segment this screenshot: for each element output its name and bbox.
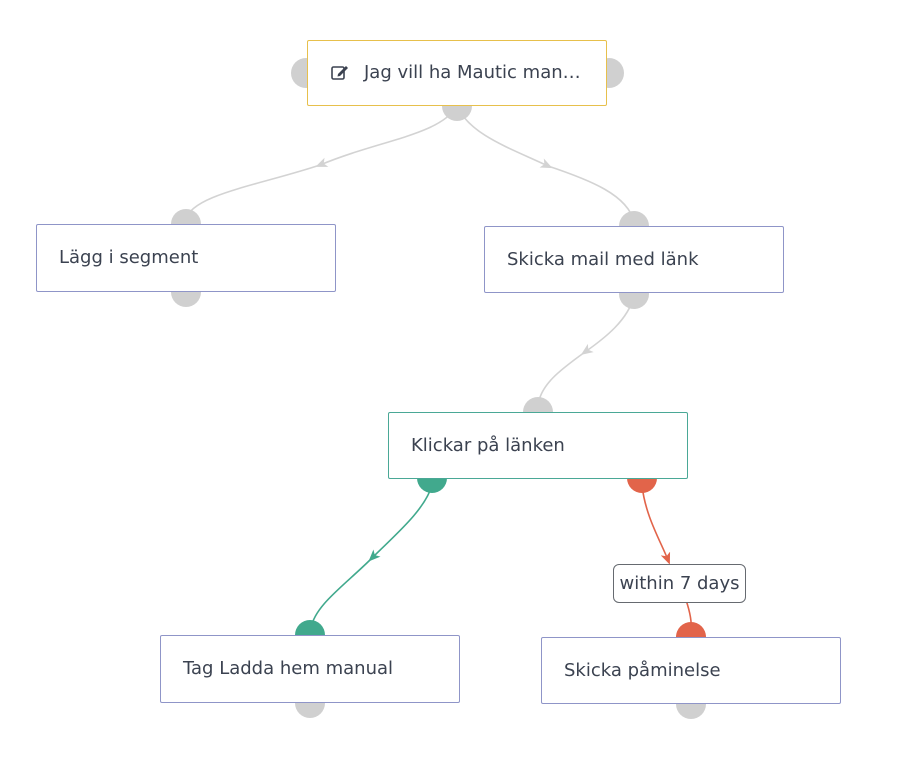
tag-download-label: Tag Ladda hem manual <box>183 658 394 679</box>
edge-no-to-reminder[interactable] <box>641 484 671 565</box>
edge-yes-to-tag-tail <box>310 557 373 629</box>
edit-form-icon <box>330 63 350 83</box>
clicks-link-label: Klickar på länken <box>411 434 565 456</box>
edge-source-to-mail-tail <box>547 165 635 223</box>
source-node[interactable]: Jag vill ha Mautic man… <box>307 40 607 106</box>
clicks-link-node[interactable]: Klickar på länken <box>388 412 688 479</box>
send-reminder-node[interactable]: Skicka påminelse <box>541 637 841 704</box>
edge-source-to-segment-tail <box>185 164 321 221</box>
edge-yes-to-tag[interactable] <box>368 484 433 562</box>
delay-edge-label[interactable]: within 7 days <box>613 564 746 603</box>
send-mail-label: Skicka mail med länk <box>507 248 699 270</box>
send-reminder-label: Skicka påminelse <box>564 659 721 681</box>
add-segment-label: Lägg i segment <box>59 247 199 268</box>
delay-edge-label-text: within 7 days <box>619 573 740 594</box>
edge-source-to-mail[interactable] <box>456 105 553 169</box>
send-mail-node[interactable]: Skicka mail med länk <box>484 226 784 293</box>
tag-download-node[interactable]: Tag Ladda hem manual <box>160 635 460 703</box>
edge-source-to-segment[interactable] <box>315 105 458 167</box>
source-node-label: Jag vill ha Mautic man… <box>364 62 581 83</box>
add-segment-node[interactable]: Lägg i segment <box>36 224 336 292</box>
